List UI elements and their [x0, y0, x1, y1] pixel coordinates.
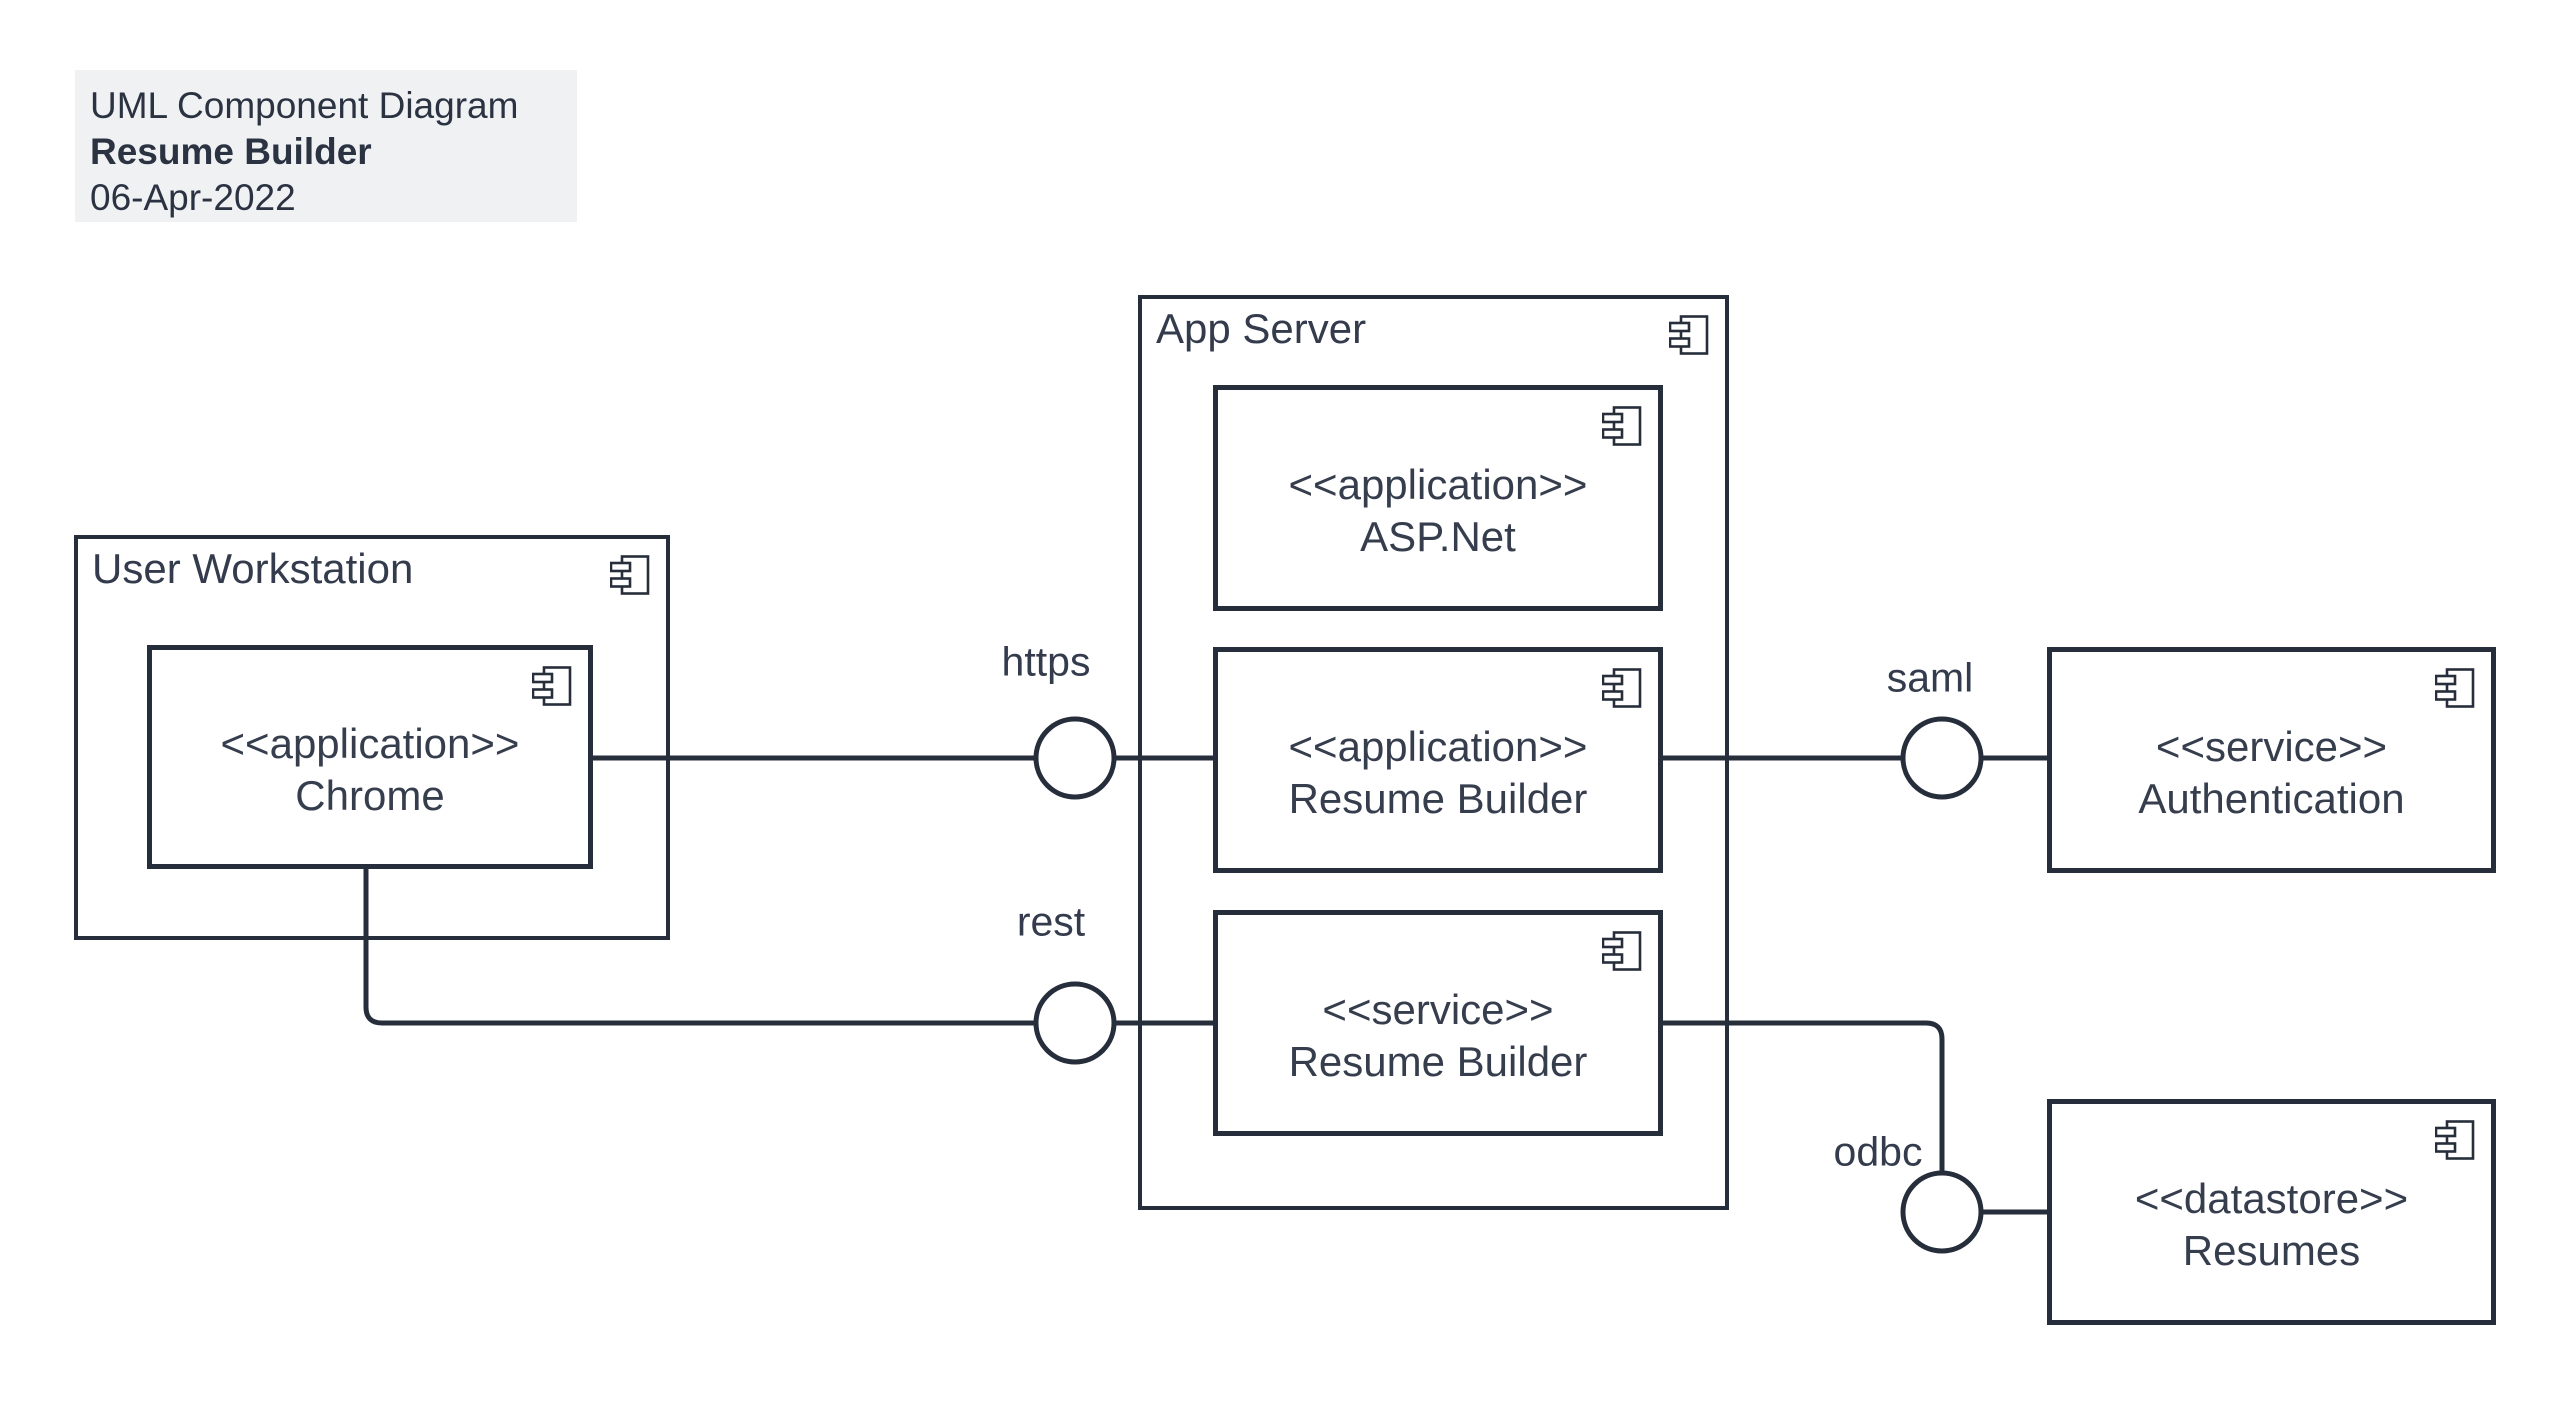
node-authentication[interactable]: <<service>> Authentication [2047, 647, 2496, 873]
component-icon [1602, 406, 1642, 446]
node-name: Resume Builder [1288, 775, 1588, 822]
node-stereotype: <<application>> [1288, 723, 1588, 770]
node-aspnet[interactable]: <<application>> ASP.Net [1213, 385, 1663, 611]
component-icon [2435, 1120, 2475, 1160]
node-resume-builder-app[interactable]: <<application>> Resume Builder [1213, 647, 1663, 873]
diagram-type-label: UML Component Diagram [90, 85, 519, 126]
interface-circle-odbc[interactable] [1900, 1170, 1984, 1254]
component-icon [532, 666, 572, 706]
interface-label-saml: saml [1886, 654, 1974, 701]
node-stereotype: <<service>> [2155, 723, 2388, 770]
node-name: Authentication [2138, 775, 2405, 822]
node-stereotype: <<datastore>> [2134, 1175, 2409, 1222]
component-icon [1669, 315, 1709, 355]
component-icon [1602, 668, 1642, 708]
diagram-date: 06-Apr-2022 [90, 177, 296, 218]
node-label: App Server [1156, 305, 1367, 352]
component-icon [2435, 668, 2475, 708]
node-stereotype: <<application>> [220, 720, 520, 767]
diagram-name: Resume Builder [90, 131, 372, 172]
diagram-title-block: UML Component Diagram Resume Builder 06-… [75, 70, 577, 222]
node-name: Chrome [295, 772, 445, 819]
interface-label-odbc: odbc [1833, 1128, 1923, 1175]
connector-resume-builder-service-odbc [1663, 1020, 1945, 1173]
node-name: Resume Builder [1288, 1038, 1588, 1085]
interface-circle-saml[interactable] [1900, 716, 1984, 800]
interface-circle-rest[interactable] [1033, 981, 1117, 1065]
node-stereotype: <<service>> [1322, 986, 1554, 1033]
component-icon [1602, 931, 1642, 971]
connector-chrome-rest [363, 869, 1036, 1026]
interface-label-https: https [1001, 638, 1091, 685]
component-icon [610, 555, 650, 595]
node-label: User Workstation [92, 545, 414, 592]
node-stereotype: <<application>> [1288, 461, 1588, 508]
node-name: Resumes [2182, 1227, 2361, 1274]
node-name: ASP.Net [1360, 513, 1516, 560]
node-resume-builder-service[interactable]: <<service>> Resume Builder [1213, 910, 1663, 1136]
interface-label-rest: rest [1016, 898, 1086, 945]
node-resumes-datastore[interactable]: <<datastore>> Resumes [2047, 1099, 2496, 1325]
interface-circle-https[interactable] [1033, 716, 1117, 800]
node-chrome[interactable]: <<application>> Chrome [147, 645, 593, 869]
